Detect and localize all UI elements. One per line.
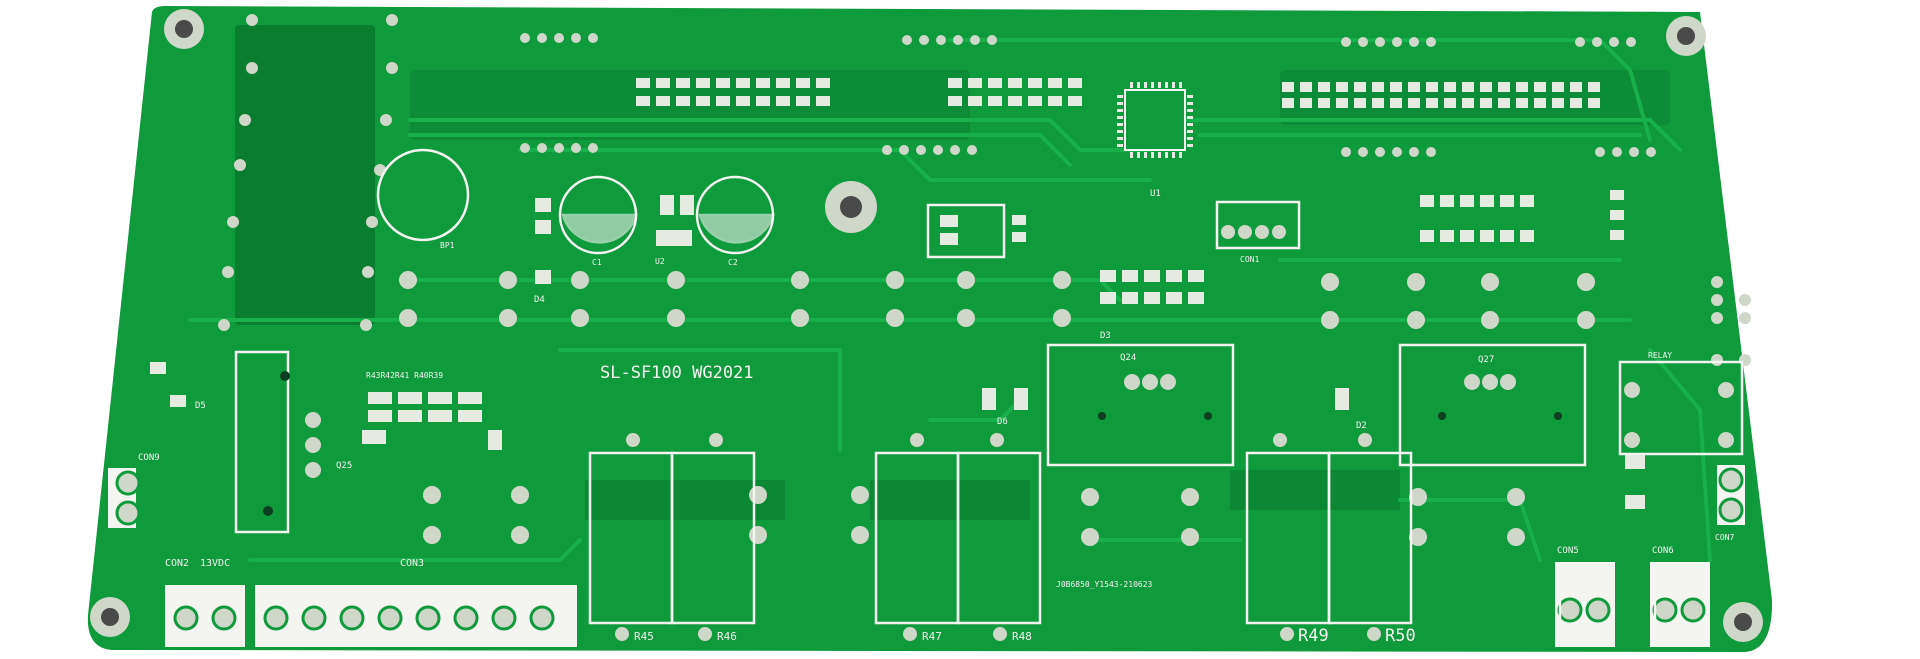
label-13vdc: 13VDC: [200, 558, 230, 569]
board-title: SL-SF100 WG2021: [600, 363, 754, 383]
mounting-holes: [90, 9, 1763, 642]
label-r47: R47: [922, 630, 942, 643]
through-hole-pads: [218, 14, 1751, 641]
label-d2: D2: [1356, 421, 1367, 431]
label-d6: D6: [997, 417, 1008, 427]
dark-pads: [263, 371, 1562, 516]
label-r42: R43R42R41 R40R39: [366, 371, 443, 380]
label-q27: Q27: [1478, 355, 1494, 365]
label-q24: Q24: [1120, 353, 1136, 363]
label-r45: R45: [634, 630, 654, 643]
label-r48: R48: [1012, 630, 1032, 643]
label-con2: CON2: [165, 558, 189, 569]
label-bp1: BP1: [440, 241, 455, 250]
label-con1: CON1: [1240, 255, 1259, 264]
label-d4: D4: [534, 295, 545, 305]
label-d3: D3: [1100, 331, 1111, 341]
label-con3: CON3: [400, 558, 424, 569]
ic-u1: [1117, 82, 1193, 158]
label-con5: CON5: [1557, 546, 1579, 556]
copper-traces: [188, 38, 1712, 562]
label-con9: CON9: [138, 453, 160, 463]
silkscreen-text: SL-SF100 WG2021 J0B6850_Y1543-210623 CON…: [138, 189, 1734, 646]
label-u2: U2: [655, 257, 665, 266]
label-r46: R46: [717, 630, 737, 643]
label-r49: R49: [1298, 626, 1329, 646]
label-u1: U1: [1150, 189, 1161, 199]
terminal-blocks: [108, 465, 1745, 647]
label-con6: CON6: [1652, 546, 1674, 556]
component-outlines: [234, 148, 1744, 639]
label-c1: C1: [592, 258, 602, 267]
label-con7: CON7: [1715, 533, 1734, 542]
smd-pads: [150, 78, 1645, 509]
lot-code: J0B6850_Y1543-210623: [1056, 580, 1153, 589]
label-q25: Q25: [336, 461, 352, 471]
label-relay: RELAY: [1648, 351, 1672, 360]
label-d5: D5: [195, 401, 206, 411]
label-r50: R50: [1385, 626, 1416, 646]
label-c2: C2: [728, 258, 738, 267]
